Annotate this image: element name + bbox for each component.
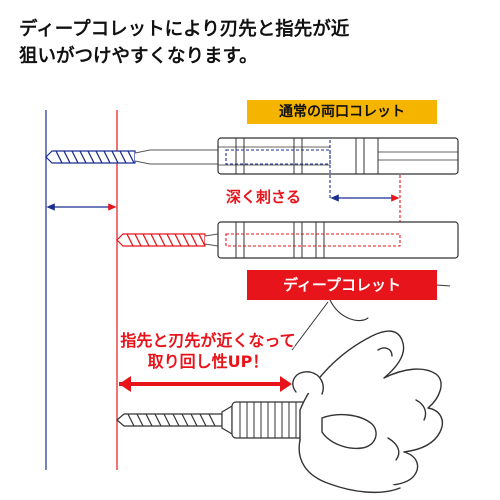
normal-collet-body bbox=[217, 137, 459, 175]
deep-collet-body bbox=[217, 221, 459, 259]
hand-illustration bbox=[292, 299, 444, 493]
deep-collet-assembly bbox=[116, 221, 459, 259]
heading-line-1: ディープコレットにより刃先と指先が近 bbox=[19, 19, 350, 40]
pin-vise-drill bbox=[116, 401, 313, 439]
callout-line-2: 取り回し性UP！ bbox=[147, 352, 269, 371]
distance-bracket bbox=[119, 376, 292, 392]
page-heading: ディープコレットにより刃先と指先が近 狙いがつけやすくなります。 bbox=[19, 16, 489, 70]
handling-callout: 指先と刃先が近くなって 取り回し性UP！ bbox=[93, 330, 323, 372]
red-drill-bit bbox=[116, 233, 219, 247]
blue-drill-bit bbox=[45, 149, 219, 165]
deep-collet-leader bbox=[436, 284, 451, 287]
normal-collet-label: 通常の両口コレット bbox=[247, 100, 437, 124]
deep-collet-label: ディープコレット bbox=[247, 270, 437, 300]
callout-line-1: 指先と刃先が近くなって bbox=[120, 331, 296, 350]
callout-leader bbox=[291, 301, 329, 351]
heading-line-2: 狙いがつけやすくなります。 bbox=[19, 46, 258, 67]
normal-collet-assembly bbox=[45, 137, 459, 198]
deep-insert-label: 深く刺さる bbox=[226, 188, 302, 206]
